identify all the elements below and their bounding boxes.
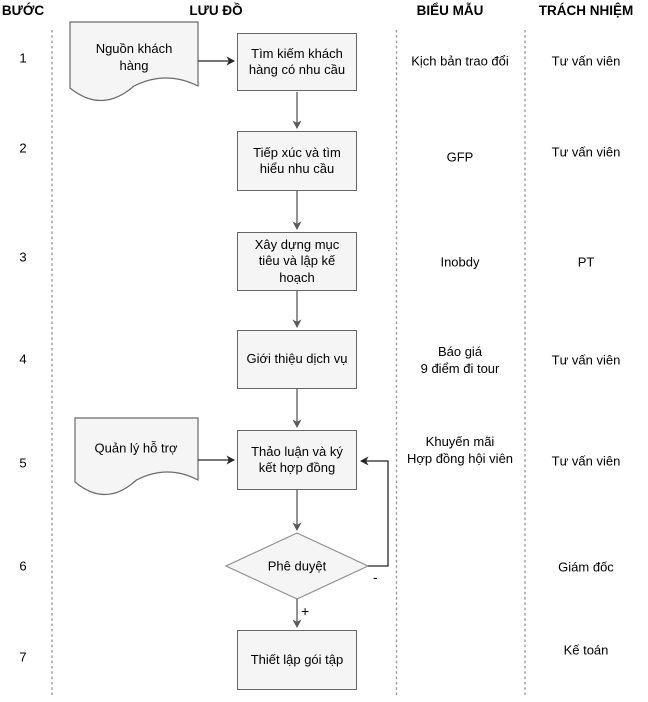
decision-approve-sign: + — [301, 603, 310, 619]
document-shape-management-support — [74, 417, 199, 496]
process-box-goals-plan: Xây dựng mục tiêu và lập kế hoạch — [237, 232, 357, 291]
form-value-row-2: GFP — [446, 149, 474, 165]
responsibility-value-row-5: Tư vấn viên — [551, 453, 621, 469]
responsibility-value-row-6: Giám đốc — [558, 559, 614, 575]
column-header-step: BƯỚC — [1, 3, 45, 18]
form-value-row-1: Kịch bản trao đổi — [411, 53, 509, 69]
responsibility-value-row-7: Kế toán — [563, 642, 609, 658]
process-box-find-customers: Tìm kiếm khách hàng có nhu cầu — [237, 33, 357, 91]
form-value-row-5: Khuyến mãi Hợp đồng hội viên — [406, 434, 514, 466]
step-number-7: 7 — [19, 649, 27, 665]
document-label-customer-source: Nguồn khách hàng — [95, 41, 173, 73]
form-value-row-3: Inobdy — [440, 254, 480, 270]
step-number-2: 2 — [19, 140, 27, 156]
step-number-5: 5 — [19, 455, 27, 471]
document-shape-customer-source — [69, 21, 199, 102]
responsibility-value-row-3: PT — [577, 254, 595, 270]
decision-label: Phê duyệt — [267, 558, 327, 574]
document-to-process-arrows — [198, 56, 235, 465]
step-number-3: 3 — [19, 249, 27, 265]
document-label-management-support: Quản lý hỗ trợ — [94, 440, 178, 456]
process-box-introduce-service: Giới thiệu dịch vụ — [237, 330, 357, 389]
responsibility-value-row-2: Tư vấn viên — [551, 144, 621, 160]
process-box-sign-contract: Thảo luận và ký kết hợp đồng — [237, 430, 357, 490]
reject-feedback-arrow — [360, 456, 389, 567]
step-number-1: 1 — [19, 50, 27, 66]
column-header-form: BIỂU MẪU — [416, 3, 484, 18]
form-value-row-4: Báo giá 9 điểm đi tour — [420, 344, 500, 376]
process-box-setup-package: Thiết lập gói tập — [237, 630, 357, 690]
column-header-responsibility: TRÁCH NHIỆM — [538, 3, 634, 18]
decision-reject-sign: - — [373, 569, 378, 585]
responsibility-value-row-4: Tư vấn viên — [551, 352, 621, 368]
step-number-4: 4 — [19, 351, 27, 367]
responsibility-value-row-1: Tư vấn viên — [551, 53, 621, 69]
column-header-flow: LƯU ĐỒ — [189, 3, 243, 18]
process-box-contact-needs: Tiếp xúc và tìm hiểu nhu cầu — [237, 131, 357, 191]
step-number-6: 6 — [19, 558, 27, 574]
